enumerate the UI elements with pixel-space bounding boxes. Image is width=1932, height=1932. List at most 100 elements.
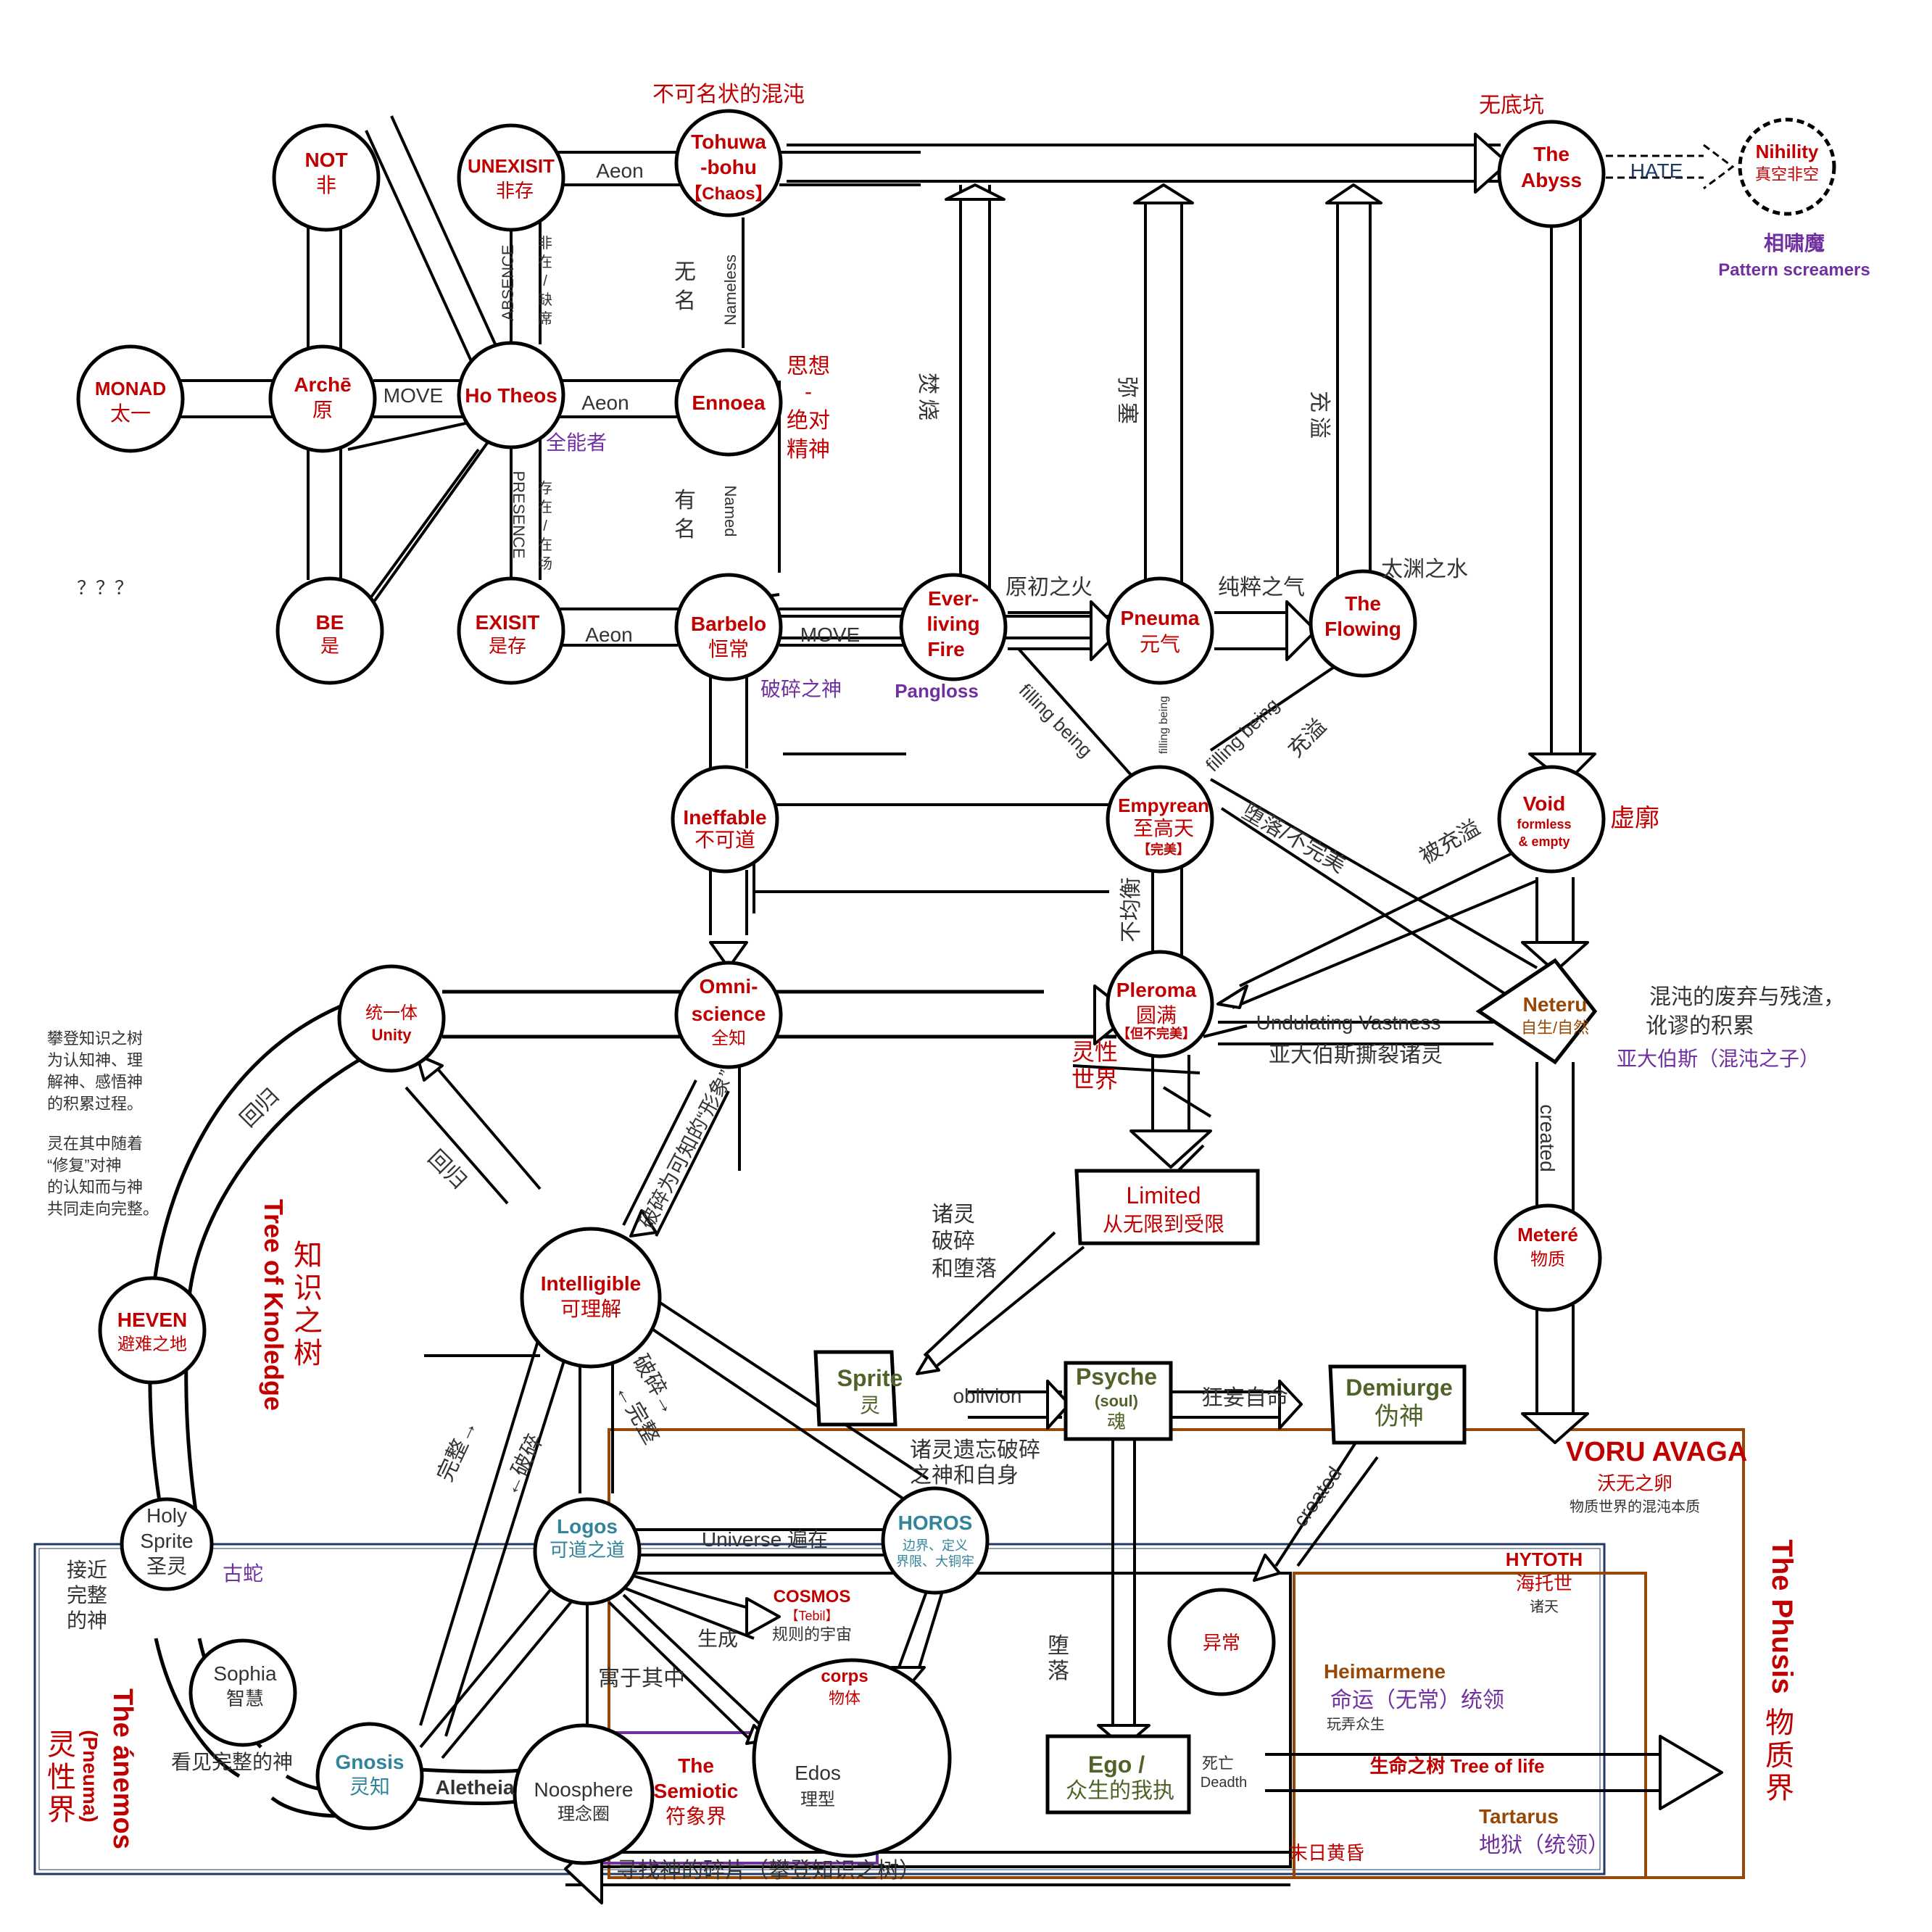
node-logos: [533, 1497, 642, 1606]
label-fill: 弥塞: [1115, 376, 1139, 428]
arrow-up-burn: [945, 183, 1006, 201]
node-barbelo: [674, 573, 783, 681]
label-shatter-form: 破碎为可知的“形象”: [635, 1066, 737, 1232]
note2-l3: 的认知而与神: [47, 1178, 143, 1196]
phusis-label: The Phusis: [1766, 1539, 1798, 1693]
svg-text:Psyche: Psyche: [1076, 1364, 1157, 1390]
svg-text:物体: 物体: [829, 1689, 861, 1707]
svg-text:Ego /: Ego /: [1088, 1751, 1145, 1778]
node-ennoea: [674, 348, 783, 457]
svg-text:(soul): (soul): [1095, 1392, 1138, 1410]
arrow-psyche-demiurge: [1278, 1380, 1303, 1430]
svg-text:原: 原: [312, 399, 333, 421]
node-gnosis: [315, 1722, 424, 1831]
label-fall-down-1: 堕: [1048, 1634, 1069, 1658]
label-forget-2: 之神和自身: [910, 1464, 1019, 1488]
label-tree-life: 生命之树 Tree of life: [1369, 1755, 1544, 1777]
label-aeon-2: Aeon: [581, 391, 629, 414]
label-near-god-3: 的神: [67, 1609, 107, 1632]
svg-text:沃无之卵: 沃无之卵: [1597, 1472, 1672, 1494]
label-pure-qi: 纯粹之气: [1218, 576, 1305, 600]
label-fall-down-2: 落: [1048, 1659, 1069, 1683]
svg-text:Sprite: Sprite: [837, 1365, 903, 1391]
svg-text:Sprite: Sprite: [140, 1530, 193, 1552]
node-circles: [76, 109, 1836, 1865]
note2-l2: “修复”对神: [47, 1156, 122, 1174]
label-you-ming-2: 名: [674, 518, 696, 542]
label-overflow-2: 充溢: [1283, 714, 1331, 762]
svg-text:Limited: Limited: [1126, 1182, 1201, 1208]
svg-text:-: -: [805, 380, 812, 404]
svg-text:灵知: 灵知: [349, 1775, 390, 1798]
label-tearing: 亚大伯斯撕裂诸灵: [1269, 1043, 1443, 1067]
label-near-god-2: 完整: [67, 1584, 107, 1606]
node-intelligible: [520, 1227, 662, 1369]
arrow-barbelo-omni: [709, 941, 748, 969]
note1-l1: 攀登知识之树: [47, 1029, 143, 1048]
label-filling-3: filling being: [1158, 696, 1170, 754]
tree-rails: [405, 1064, 1660, 1886]
svg-text:理念圈: 理念圈: [557, 1804, 610, 1824]
label-overflowed: 被充溢: [1416, 816, 1484, 869]
arrow-pleroma-limited: [1129, 1129, 1212, 1169]
node-empyrean: [1106, 765, 1214, 874]
label-absence-cn3: /: [543, 273, 547, 289]
svg-text:Unity: Unity: [372, 1026, 412, 1044]
svg-text:统一体: 统一体: [365, 1003, 418, 1023]
svg-text:从无限到受限: 从无限到受限: [1103, 1213, 1224, 1235]
svg-text:-bohu: -bohu: [700, 156, 757, 178]
label-you-ming-1: 有: [674, 489, 696, 513]
svg-text:VORU AVAGA: VORU AVAGA: [1566, 1437, 1748, 1467]
node-shapes: [813, 958, 1598, 1815]
svg-text:MONAD: MONAD: [95, 378, 166, 399]
svg-text:Nihility: Nihility: [1756, 141, 1819, 162]
node-omniscience: [674, 961, 783, 1069]
label-primal-fire: 原初之火: [1006, 576, 1093, 600]
svg-text:物质世界的混沌本质: 物质世界的混沌本质: [1570, 1498, 1700, 1515]
svg-text:古蛇: 古蛇: [223, 1562, 263, 1585]
svg-text:异常: 异常: [1203, 1632, 1240, 1654]
node-exisit: [457, 576, 565, 685]
svg-text:Empyrean: Empyrean: [1118, 795, 1209, 816]
node-arche: [268, 344, 377, 453]
svg-text:命运（无常）统领: 命运（无常）统领: [1330, 1688, 1504, 1712]
arrow-demiurge-yichang: [1253, 1554, 1281, 1582]
label-spirits-shatter-2: 破碎: [932, 1230, 975, 1253]
region-frames: [33, 1428, 1745, 1879]
svg-text:地狱（统领）: 地狱（统领）: [1479, 1833, 1609, 1857]
svg-text:Neteru: Neteru: [1523, 993, 1588, 1016]
label-named: Named: [721, 486, 739, 537]
label-see-god: 看见完整的神: [171, 1751, 293, 1773]
label-fall: 堕落/不完美: [1238, 800, 1350, 878]
svg-text:HYTOTH: HYTOTH: [1506, 1548, 1583, 1570]
svg-text:COSMOS: COSMOS: [774, 1587, 851, 1606]
svg-text:Noosphere: Noosphere: [534, 1778, 634, 1801]
label-overflow: 充溢: [1307, 391, 1331, 443]
svg-text:【Tebil】: 【Tebil】: [785, 1609, 838, 1623]
label-absence-cn2: 在: [538, 254, 552, 270]
svg-text:The: The: [1345, 592, 1381, 615]
node-unity: [337, 964, 446, 1073]
arrow-fire-pneuma: [1090, 600, 1122, 661]
svg-text:圆满: 圆满: [1136, 1004, 1177, 1027]
svg-text:树: 树: [294, 1338, 323, 1369]
svg-text:智慧: 智慧: [226, 1688, 264, 1709]
svg-text:Tohuwa: Tohuwa: [691, 130, 766, 153]
svg-text:【但不完美】: 【但不完美】: [1117, 1026, 1195, 1041]
abyss-caption: 无底坑: [1479, 94, 1544, 117]
node-holysprite: [120, 1497, 214, 1591]
label-undulating: Undulating Vastness: [1256, 1011, 1441, 1034]
pattern-en: Pattern screamers: [1718, 260, 1870, 280]
arrow-void-neteru: [1521, 941, 1589, 973]
label-universe: Universe 遍在: [702, 1528, 828, 1551]
node-sprite: [813, 1350, 897, 1427]
node-abyss: [1497, 120, 1606, 228]
svg-text:真空非空: 真空非空: [1755, 165, 1819, 183]
svg-text:界限、大铜牢: 界限、大铜牢: [896, 1554, 974, 1569]
svg-text:之: 之: [294, 1305, 323, 1337]
svg-text:魂: 魂: [1107, 1411, 1126, 1433]
arrow-intelligible-omni: [629, 1209, 658, 1237]
svg-text:The: The: [1533, 143, 1570, 165]
svg-text:Pleroma: Pleroma: [1116, 979, 1197, 1001]
